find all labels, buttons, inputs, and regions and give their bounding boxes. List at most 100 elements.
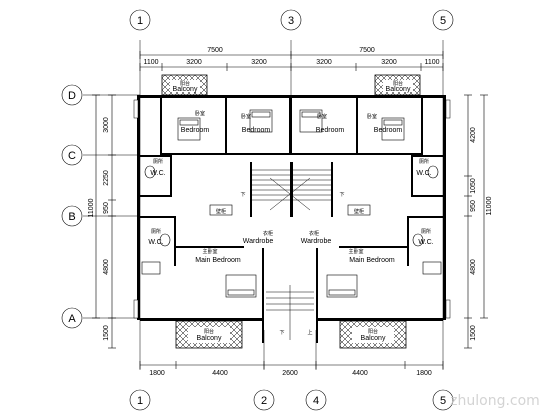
axis-bubble-bottom-5: 5 xyxy=(432,389,454,411)
bedroom-4: 卧室 Bedroom xyxy=(367,113,405,141)
dim-top-part-1: 1100 xyxy=(143,59,158,66)
axis-bubble-bottom-1: 1 xyxy=(129,389,151,411)
svg-text:阳台: 阳台 xyxy=(368,328,378,335)
axis-bubble-left-B: B xyxy=(61,205,83,227)
wardrobe-right: 衣柜 Wardrobe xyxy=(301,230,332,245)
svg-text:Main Bedroom: Main Bedroom xyxy=(195,257,241,264)
stair-down-right: 下 xyxy=(339,192,344,198)
walls xyxy=(133,95,451,343)
svg-text:Bedroom: Bedroom xyxy=(181,127,210,134)
dim-top-part-4: 3200 xyxy=(316,59,332,66)
svg-text:1: 1 xyxy=(137,15,143,27)
dim-left-5: 1500 xyxy=(103,325,110,341)
svg-text:W.C.: W.C. xyxy=(416,170,431,177)
svg-text:卧室: 卧室 xyxy=(317,113,327,120)
svg-text:Wardrobe: Wardrobe xyxy=(301,238,332,245)
dim-bottom-1: 1800 xyxy=(149,370,165,377)
svg-text:D: D xyxy=(68,90,76,102)
dim-left-2: 2250 xyxy=(103,170,110,186)
svg-text:2: 2 xyxy=(261,395,267,407)
dim-bottom-5: 1800 xyxy=(416,370,432,377)
dim-right-5: 1500 xyxy=(470,325,477,341)
svg-text:1: 1 xyxy=(137,395,143,407)
dim-left-3: 950 xyxy=(103,202,110,214)
dim-right-total: 11000 xyxy=(486,196,493,215)
svg-text:阳台: 阳台 xyxy=(204,328,214,335)
axis-bubble-left-D: D xyxy=(61,84,83,106)
svg-text:壁柜: 壁柜 xyxy=(216,208,226,215)
svg-text:厕所: 厕所 xyxy=(421,228,431,235)
bottom-dimensions: 1800 4400 2600 4400 1800 xyxy=(139,361,444,377)
svg-text:C: C xyxy=(68,150,76,162)
dim-right-2: 1050 xyxy=(470,178,477,194)
bedroom-3: 卧室 Bedroom xyxy=(299,109,344,134)
dim-left-4: 4800 xyxy=(103,259,110,275)
bedroom-1: 卧室 Bedroom xyxy=(177,110,210,141)
svg-text:W.C.: W.C. xyxy=(150,170,165,177)
balcony-bottom-right: 阳台 Balcony xyxy=(339,320,407,349)
svg-text:厕所: 厕所 xyxy=(151,228,161,235)
svg-text:3: 3 xyxy=(288,15,294,27)
svg-text:阳台: 阳台 xyxy=(180,80,190,87)
svg-text:厕所: 厕所 xyxy=(419,158,429,165)
dim-right-1: 4200 xyxy=(470,127,477,143)
master-bedroom-right: 主卧室 Main Bedroom xyxy=(326,248,395,298)
svg-text:主卧室: 主卧室 xyxy=(202,248,217,255)
axis-bubbles: 1 3 5 1 2 4 5 D xyxy=(61,9,454,411)
wc-2: 厕所 W.C. xyxy=(416,158,439,179)
svg-text:B: B xyxy=(68,211,75,223)
svg-text:衣柜: 衣柜 xyxy=(309,230,319,237)
stair-core: 下 下 xyxy=(240,169,345,211)
svg-text:Balcony: Balcony xyxy=(173,86,198,93)
svg-text:Bedroom: Bedroom xyxy=(242,127,271,134)
stair-down-left: 下 xyxy=(240,192,245,198)
svg-text:主卧室: 主卧室 xyxy=(348,248,363,255)
dim-top-part-2: 3200 xyxy=(186,59,202,66)
dim-bottom-4: 4400 xyxy=(352,370,368,377)
svg-text:5: 5 xyxy=(440,15,446,27)
entry-stair: 下 上 xyxy=(266,285,314,340)
svg-text:壁柜: 壁柜 xyxy=(354,208,364,215)
wardrobe-left: 衣柜 Wardrobe xyxy=(243,230,274,245)
dim-top-total-right: 7500 xyxy=(359,47,375,54)
dim-bottom-3: 2600 xyxy=(282,370,298,377)
svg-text:卧室: 卧室 xyxy=(195,110,205,117)
svg-text:Balcony: Balcony xyxy=(386,86,411,93)
svg-text:Balcony: Balcony xyxy=(197,335,222,342)
master-bedroom-left: 主卧室 Main Bedroom xyxy=(195,248,257,298)
wc-4: 厕所 W.C. xyxy=(412,228,442,275)
svg-text:Wardrobe: Wardrobe xyxy=(243,238,274,245)
axis-bubble-top-1: 1 xyxy=(129,9,151,31)
svg-text:W.C.: W.C. xyxy=(148,239,163,246)
watermark: zhulong.com xyxy=(450,393,540,409)
axis-bubble-top-5: 5 xyxy=(432,9,454,31)
dim-right-3: 950 xyxy=(470,200,477,212)
svg-text:衣柜: 衣柜 xyxy=(263,230,273,237)
svg-text:厕所: 厕所 xyxy=(153,158,163,165)
right-dimensions: 4200 1050 950 4800 1500 11000 xyxy=(464,94,493,349)
axis-bubble-bottom-2: 2 xyxy=(253,389,275,411)
dim-top-part-6: 1100 xyxy=(424,59,439,66)
dim-top-total-left: 7500 xyxy=(207,47,223,54)
dim-top-part-5: 3200 xyxy=(381,59,397,66)
svg-text:上: 上 xyxy=(307,329,312,336)
axis-bubble-top-3: 3 xyxy=(280,9,302,31)
top-dimensions: 7500 7500 1100 3200 3200 3200 3200 1100 xyxy=(139,47,444,71)
svg-text:4: 4 xyxy=(313,395,319,407)
bedroom-2: 卧室 Bedroom xyxy=(241,109,273,134)
axis-bubble-left-A: A xyxy=(61,307,83,329)
svg-text:zhulong.com: zhulong.com xyxy=(450,393,540,409)
dim-top-part-3: 3200 xyxy=(251,59,267,66)
svg-text:A: A xyxy=(68,313,76,325)
dim-bottom-2: 4400 xyxy=(212,370,228,377)
svg-text:卧室: 卧室 xyxy=(367,113,377,120)
dim-right-4: 4800 xyxy=(470,259,477,275)
svg-text:Bedroom: Bedroom xyxy=(374,127,403,134)
wc-3: 厕所 W.C. xyxy=(141,228,171,275)
svg-text:阳台: 阳台 xyxy=(393,80,403,87)
wc-1: 厕所 W.C. xyxy=(144,158,166,179)
svg-text:下: 下 xyxy=(279,330,284,336)
left-dimensions: 3000 2250 950 4800 1500 11000 xyxy=(88,94,116,349)
